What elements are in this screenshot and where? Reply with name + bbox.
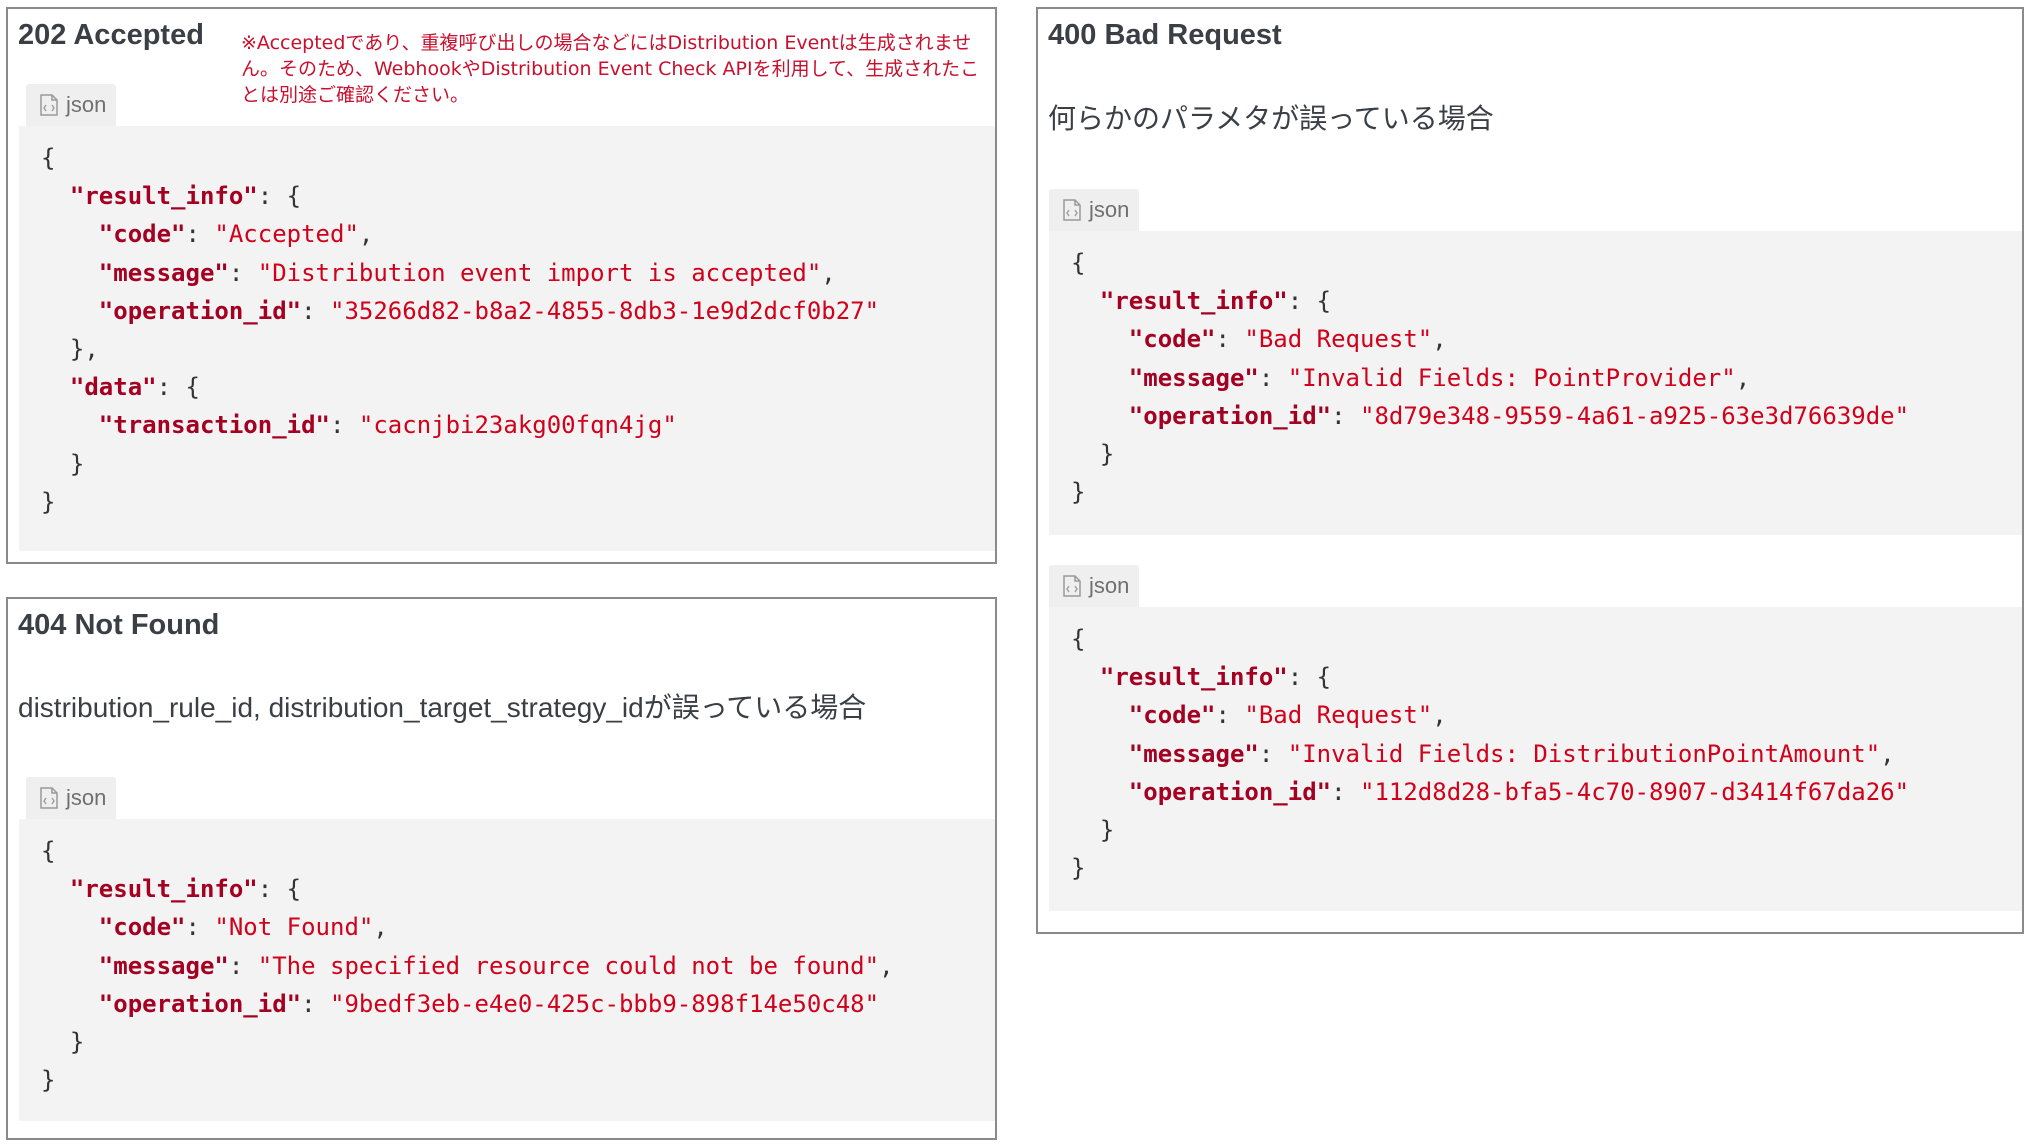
- code-line: }: [1099, 440, 1115, 468]
- code-line: "result_info": {: [1099, 663, 1332, 692]
- json-value: "Distribution event import is accepted": [257, 258, 822, 287]
- json-value: "cacnjbi23akg00fqn4jg": [358, 411, 677, 440]
- code-block-2: { "result_info": { "code": "Bad Request"…: [1049, 607, 2022, 911]
- code-block: { "result_info": { "code": "Accepted", "…: [19, 126, 995, 551]
- tab-label: json: [66, 785, 107, 810]
- json-key: "message": [1128, 363, 1259, 392]
- json-value: "The specified resource could not be fou…: [257, 951, 880, 980]
- code-line: "message": "The specified resource could…: [98, 951, 894, 980]
- json-value: "Invalid Fields: PointProvider": [1287, 363, 1736, 392]
- json-key: "operation_id": [98, 296, 302, 325]
- code-block-1: { "result_info": { "code": "Bad Request"…: [1049, 231, 2022, 535]
- json-value: "Invalid Fields: DistributionPointAmount…: [1287, 739, 1881, 768]
- json-key: "message": [98, 258, 229, 287]
- code-line: }: [1071, 854, 1086, 883]
- json-key: "code": [98, 220, 186, 249]
- code-line: "code": "Bad Request",: [1128, 325, 1447, 354]
- json-value: "35266d82-b8a2-4855-8db3-1e9d2dcf0b27": [330, 296, 880, 325]
- code-line: },: [69, 335, 99, 363]
- code-line: {: [41, 144, 56, 172]
- panel-400-bad-request: 400 Bad Request 何らかのパラメタが誤っている場合 json { …: [1036, 7, 2024, 934]
- section-description: 何らかのパラメタが誤っている場合: [1048, 103, 1494, 134]
- code-line: "result_info": {: [69, 182, 302, 211]
- json-tab-2[interactable]: json: [1049, 565, 1139, 607]
- code-line: "data": {: [69, 373, 200, 402]
- code-file-icon: [40, 787, 58, 809]
- code-line: }: [69, 1028, 85, 1056]
- code-line: "message": "Invalid Fields: Distribution…: [1128, 739, 1895, 768]
- json-key: "operation_id": [1128, 401, 1332, 430]
- tab-label: json: [1089, 573, 1130, 598]
- code-line: }: [69, 449, 85, 478]
- tab-label: json: [1089, 197, 1130, 222]
- code-file-icon: [1063, 575, 1081, 597]
- code-line: "operation_id": "8d79e348-9559-4a61-a925…: [1128, 401, 1910, 430]
- section-title: 400 Bad Request: [1048, 19, 1282, 51]
- section-description: distribution_rule_id, distribution_targe…: [18, 692, 867, 723]
- code-file-icon: [40, 94, 58, 116]
- json-value: "112d8d28-bfa5-4c70-8907-d3414f67da26": [1360, 777, 1910, 806]
- json-key: "operation_id": [98, 989, 302, 1018]
- code-line: {: [1071, 249, 1086, 277]
- json-key: "result_info": [69, 875, 258, 904]
- code-line: "code": "Not Found",: [98, 913, 388, 942]
- json-value: "Bad Request": [1244, 701, 1433, 730]
- code-line: {: [41, 837, 56, 865]
- json-key: "message": [1128, 739, 1259, 768]
- code-line: "operation_id": "112d8d28-bfa5-4c70-8907…: [1128, 777, 1910, 806]
- json-key: "operation_id": [1128, 777, 1332, 806]
- code-line: "operation_id": "35266d82-b8a2-4855-8db3…: [98, 296, 880, 325]
- code-line: "message": "Distribution event import is…: [98, 258, 836, 287]
- code-line: "result_info": {: [1099, 287, 1332, 316]
- code-line: }: [1071, 478, 1086, 507]
- code-file-icon: [1063, 199, 1081, 221]
- json-key: "result_info": [1099, 287, 1288, 316]
- section-title: 404 Not Found: [18, 609, 220, 641]
- json-key: "transaction_id": [98, 411, 330, 440]
- section-title: 202 Accepted: [18, 19, 204, 51]
- code-line: "transaction_id": "cacnjbi23akg00fqn4jg": [98, 411, 677, 440]
- code-line: }: [1099, 816, 1115, 844]
- note-text: ※Acceptedであり、重複呼び出しの場合などにはDistribution E…: [241, 32, 980, 106]
- panel-404-not-found: 404 Not Found distribution_rule_id, dist…: [6, 597, 997, 1140]
- code-line: }: [41, 487, 56, 516]
- json-value: "Accepted": [214, 220, 359, 249]
- json-key: "result_info": [1099, 663, 1288, 692]
- json-value: "8d79e348-9559-4a61-a925-63e3d76639de": [1360, 401, 1910, 430]
- code-line: "code": "Bad Request",: [1128, 701, 1447, 730]
- json-key: "message": [98, 951, 229, 980]
- tab-label: json: [66, 92, 107, 117]
- json-key: "code": [98, 913, 186, 942]
- code-line: "result_info": {: [69, 875, 302, 904]
- json-value: "Bad Request": [1244, 325, 1433, 354]
- json-key: "code": [1128, 325, 1216, 354]
- json-value: "Not Found": [214, 913, 374, 942]
- code-line: "operation_id": "9bedf3eb-e4e0-425c-bbb9…: [98, 989, 880, 1018]
- json-key: "data": [69, 373, 157, 402]
- code-block: { "result_info": { "code": "Not Found", …: [19, 819, 995, 1121]
- json-key: "code": [1128, 701, 1216, 730]
- code-line: }: [41, 1066, 56, 1095]
- code-line: "message": "Invalid Fields: PointProvide…: [1128, 363, 1751, 392]
- json-tab[interactable]: json: [26, 84, 116, 126]
- json-tab-1[interactable]: json: [1049, 189, 1139, 231]
- json-value: "9bedf3eb-e4e0-425c-bbb9-898f14e50c48": [330, 989, 880, 1018]
- json-key: "result_info": [69, 182, 258, 211]
- code-line: "code": "Accepted",: [98, 220, 374, 249]
- panel-202-accepted: 202 Accepted ※Acceptedであり、重複呼び出しの場合などにはD…: [6, 7, 997, 564]
- json-tab[interactable]: json: [26, 777, 116, 819]
- code-line: {: [1071, 625, 1086, 653]
